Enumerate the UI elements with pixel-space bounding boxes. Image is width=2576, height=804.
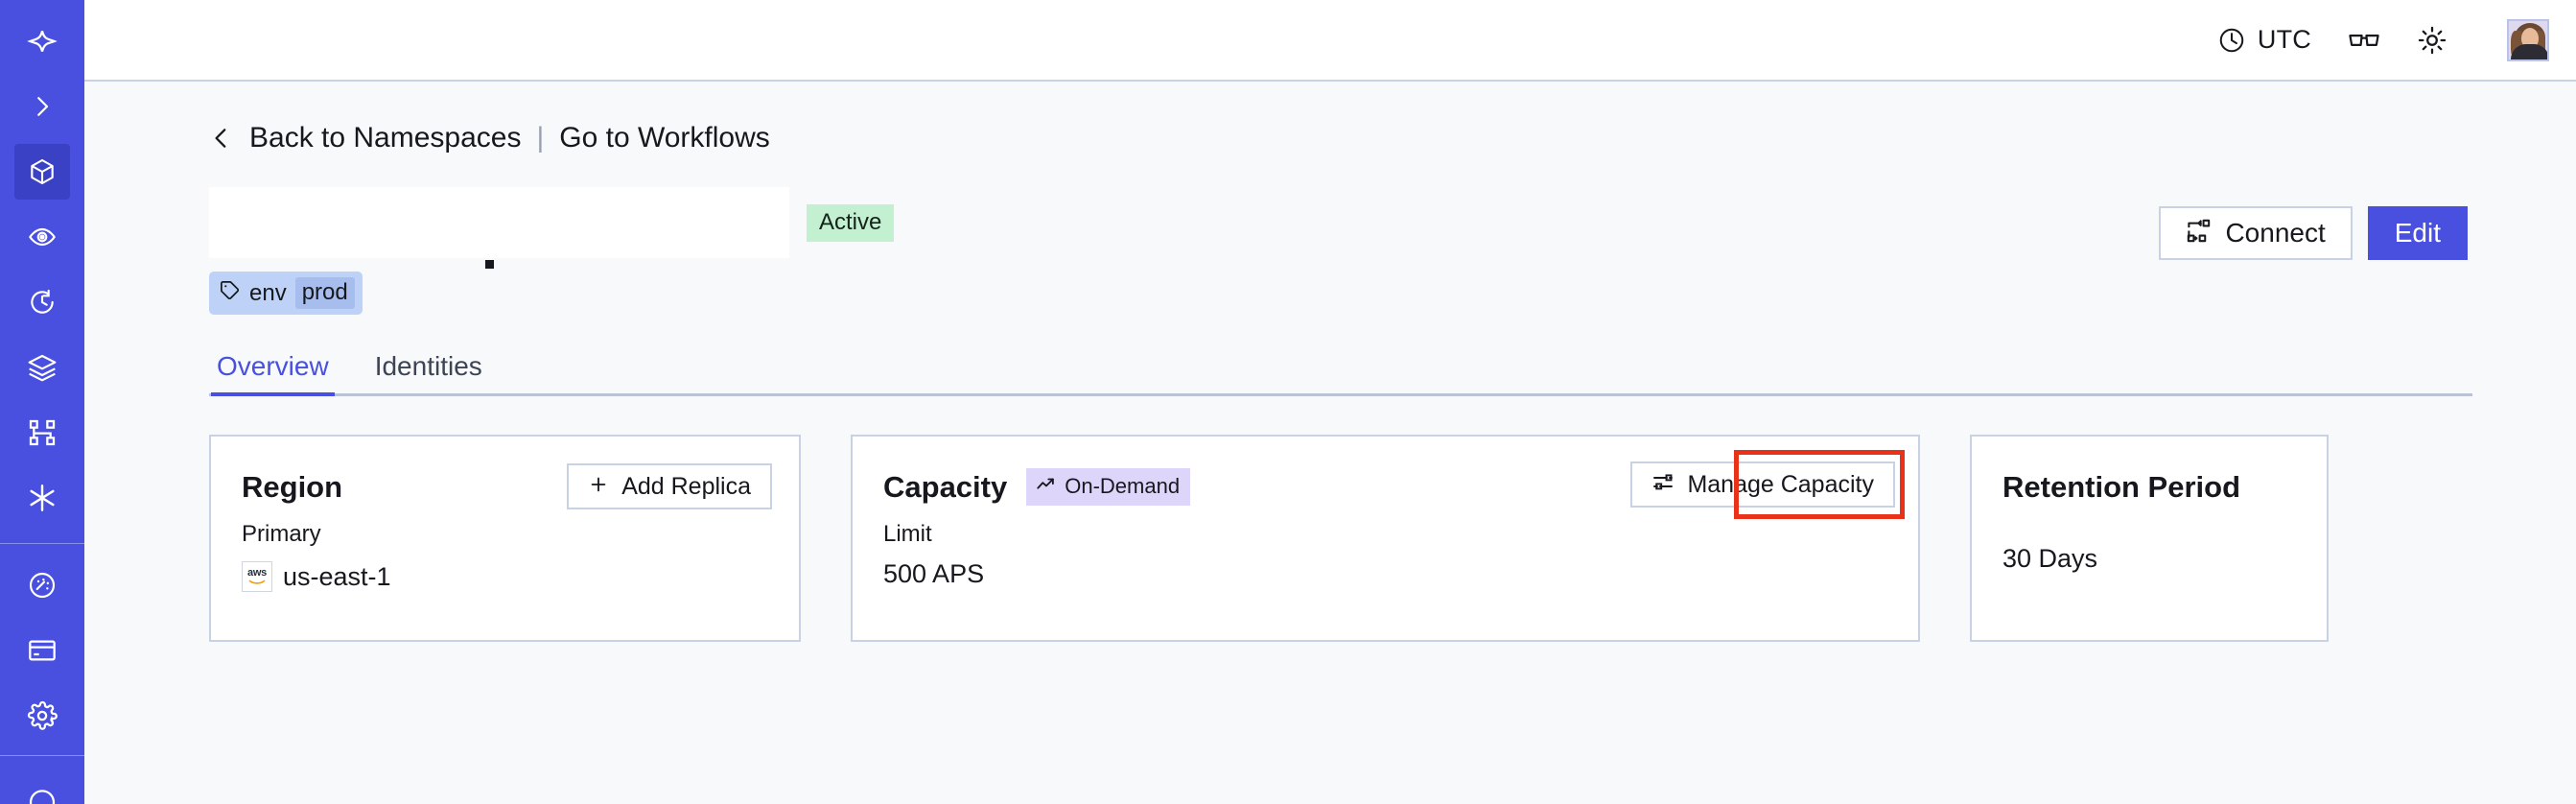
add-replica-label: Add Replica — [621, 472, 751, 500]
region-card: Region Add Replica Primary aws — [209, 435, 801, 642]
workflow-graph-icon — [27, 417, 58, 448]
retention-card-title: Retention Period — [2002, 469, 2241, 504]
connect-button-label: Connect — [2225, 218, 2326, 248]
usage-gauge-icon — [27, 570, 58, 601]
theme-toggle-button[interactable] — [2417, 25, 2447, 56]
breadcrumb-separator: | — [536, 122, 545, 154]
on-demand-badge: On-Demand — [1026, 467, 1191, 506]
capacity-card-title: Capacity — [883, 469, 1008, 504]
left-nav-rail — [0, 0, 84, 804]
sidebar-item-settings[interactable] — [14, 688, 70, 744]
aws-logo-icon: aws — [242, 561, 272, 592]
manage-capacity-label: Manage Capacity — [1687, 470, 1874, 498]
tag-value: prod — [294, 277, 355, 309]
sidebar-item-namespaces[interactable] — [14, 144, 70, 200]
glasses-icon — [2348, 26, 2380, 55]
avatar-face — [2521, 27, 2539, 49]
capacity-card-head: Capacity On-Demand — [883, 463, 1889, 509]
add-replica-button[interactable]: Add Replica — [567, 463, 772, 509]
rail-divider-2 — [0, 755, 84, 756]
region-value-row: aws us-east-1 — [242, 561, 770, 592]
sidebar-item-usage[interactable] — [14, 557, 70, 613]
breadcrumb: Back to Namespaces | Go to Workflows — [209, 124, 2576, 153]
overview-cards: Region Add Replica Primary aws — [209, 435, 2576, 642]
retention-card-head: Retention Period — [2002, 463, 2298, 509]
settings-gear-icon — [27, 700, 58, 731]
namespace-title-redacted — [209, 187, 789, 258]
breadcrumb-back-link[interactable]: Back to Namespaces — [249, 122, 522, 154]
retention-value: 30 Days — [2002, 544, 2098, 573]
chevron-left-icon[interactable] — [209, 124, 234, 153]
namespace-title-dot — [485, 260, 494, 269]
namespace-tag[interactable]: env prod — [209, 272, 363, 315]
layers-icon — [27, 352, 58, 383]
help-circle-icon — [27, 787, 58, 804]
logo-icon — [26, 25, 59, 58]
capacity-limit-label: Limit — [883, 521, 932, 547]
main-region: UTC — [84, 0, 2576, 804]
clock-icon — [2217, 26, 2246, 55]
page-content: Back to Namespaces | Go to Workflows Act… — [84, 82, 2576, 804]
sidebar-item-recent[interactable] — [14, 274, 70, 330]
plus-icon — [588, 474, 609, 500]
sidebar-item-billing[interactable] — [14, 623, 70, 678]
tab-overview[interactable]: Overview — [211, 353, 335, 396]
manage-capacity-button[interactable]: Manage Capacity — [1630, 461, 1895, 508]
breadcrumb-workflows-link[interactable]: Go to Workflows — [559, 122, 770, 154]
tag-key: env — [249, 279, 287, 306]
reading-mode-button[interactable] — [2348, 26, 2380, 55]
namespace-title-row: Active — [209, 187, 2576, 269]
timezone-selector[interactable]: UTC — [2217, 25, 2311, 55]
cube-icon — [27, 156, 58, 187]
tab-identities[interactable]: Identities — [374, 351, 482, 381]
edit-button[interactable]: Edit — [2367, 206, 2468, 260]
region-value: us-east-1 — [283, 561, 391, 591]
sidebar-item-visibility[interactable] — [14, 209, 70, 265]
top-header: UTC — [84, 0, 2576, 82]
rail-divider-1 — [0, 543, 84, 544]
status-badge: Active — [807, 203, 895, 242]
capacity-card: Capacity On-Demand — [851, 435, 1920, 642]
credit-card-icon — [27, 635, 58, 666]
sidebar-item-expand[interactable] — [14, 79, 70, 134]
region-card-title: Region — [242, 469, 343, 504]
eye-spiral-icon — [27, 222, 58, 252]
avatar[interactable] — [2507, 18, 2549, 61]
sidebar-item-workflows[interactable] — [14, 405, 70, 461]
connect-flow-icon — [2186, 218, 2212, 248]
sun-icon — [2417, 25, 2447, 56]
tab-bar: Overview Identities — [209, 353, 2472, 396]
namespace-actions: Connect Edit — [2159, 206, 2468, 260]
sidebar-item-logo[interactable] — [14, 13, 70, 69]
tag-icon — [219, 279, 241, 308]
sliders-icon — [1651, 471, 1674, 499]
history-clock-icon — [27, 287, 58, 318]
asterisk-icon — [26, 482, 59, 514]
on-demand-badge-label: On-Demand — [1065, 473, 1181, 498]
region-primary-label: Primary — [242, 521, 321, 547]
capacity-value: 500 APS — [883, 559, 985, 588]
sidebar-item-schedules[interactable] — [14, 340, 70, 395]
region-card-head: Region — [242, 463, 770, 509]
chevron-right-icon — [28, 92, 57, 121]
connect-button[interactable]: Connect — [2159, 206, 2353, 260]
avatar-body — [2511, 43, 2547, 59]
sidebar-item-nexus[interactable] — [14, 470, 70, 526]
retention-card: Retention Period 30 Days — [1970, 435, 2329, 642]
timezone-label: UTC — [2257, 25, 2311, 54]
sidebar-item-bottom[interactable] — [14, 769, 70, 804]
trending-up-icon — [1036, 474, 1057, 499]
